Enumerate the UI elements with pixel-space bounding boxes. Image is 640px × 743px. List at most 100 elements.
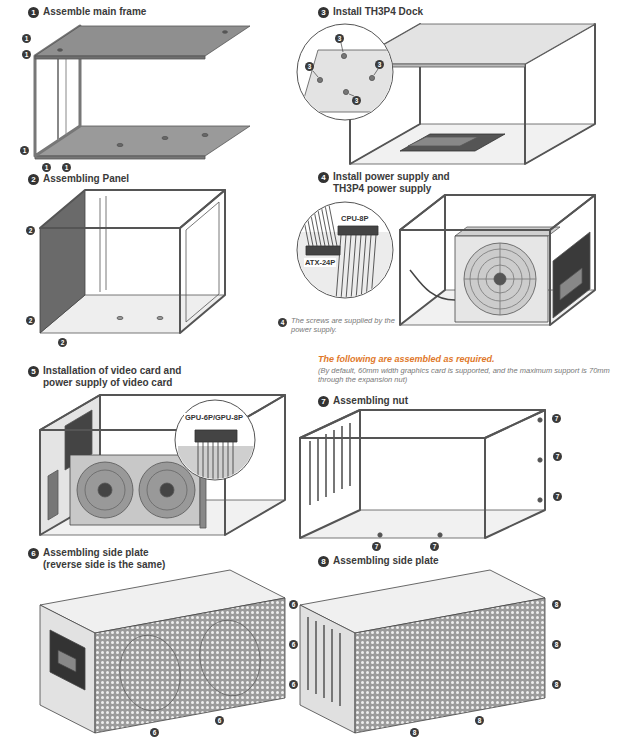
power-supply-figure-part-part	[346, 235, 351, 300]
power-supply-figure-part-part	[312, 200, 321, 246]
panel-figure-part	[40, 190, 225, 228]
callout-number: 7	[552, 414, 561, 423]
nut-figure-part	[309, 441, 311, 505]
callout-number: 7	[553, 492, 562, 501]
callout-number: 6	[215, 716, 224, 725]
connector-label: ATX-24P	[304, 258, 336, 267]
panel-figure	[40, 190, 225, 333]
power-supply-figure-part	[297, 200, 397, 302]
panel-figure-part	[100, 198, 101, 292]
note-heading: The following are assembled as required.	[318, 354, 495, 365]
power-supply-figure	[297, 195, 595, 325]
panel-figure-part	[186, 202, 219, 322]
power-supply-figure-part-part	[308, 200, 317, 246]
step-heading: Assembling side plate	[333, 555, 439, 567]
side-plate-figure-part	[50, 630, 85, 690]
note-text: (By default, 60mm width graphics card is…	[318, 366, 623, 384]
main-frame-figure-part	[202, 133, 208, 136]
nut-figure-part	[485, 438, 486, 538]
step-number: 5	[28, 366, 39, 377]
dock-figure-part-part	[369, 75, 374, 80]
side-plate-figure-part	[323, 625, 325, 698]
video-card-figure-part	[40, 430, 41, 535]
video-card-figure-part	[85, 470, 125, 510]
step-number: 7	[318, 396, 329, 407]
video-card-figure-part	[160, 483, 174, 497]
main-frame-figure-part	[35, 56, 205, 59]
main-frame-figure-part	[117, 143, 123, 146]
video-card-figure-part-part	[203, 442, 204, 482]
side-plate-figure-part	[300, 605, 355, 733]
nut-figure-part	[300, 410, 545, 438]
video-card-figure-part	[70, 455, 200, 525]
dock-figure-part-part	[341, 43, 343, 52]
callout-number: 3	[305, 62, 314, 71]
callout-number: 1	[20, 146, 29, 155]
dock-figure-part	[400, 134, 505, 151]
nut-figure-part	[538, 418, 542, 422]
video-card-figure-part-part	[195, 430, 237, 442]
power-supply-figure-part-part	[371, 235, 376, 300]
step-number: 3	[318, 7, 329, 18]
power-supply-figure-part	[464, 243, 536, 315]
panel-figure-part	[106, 196, 107, 290]
callout-number: 2	[58, 338, 67, 347]
step-number: 8	[318, 556, 329, 567]
side-plate-figure	[40, 570, 285, 733]
power-supply-figure-part	[553, 232, 590, 318]
callout-number: 8	[475, 716, 484, 725]
dock-figure-part-part	[341, 53, 346, 58]
power-supply-figure-part-part	[341, 235, 346, 300]
callout-number: 2	[26, 226, 35, 235]
power-supply-figure-part-part	[338, 226, 378, 235]
video-card-figure-part	[139, 462, 195, 518]
dock-figure-part	[300, 43, 400, 112]
video-card-figure-part	[48, 470, 58, 520]
power-supply-figure-part-part	[300, 200, 309, 246]
callout-number: 1	[42, 163, 51, 172]
power-supply-figure-part	[410, 270, 455, 300]
power-supply-figure-part	[455, 236, 548, 322]
callout-number: 7	[372, 542, 381, 551]
side-plate-figure-part	[355, 598, 545, 733]
nut-figure-part	[485, 410, 545, 538]
callout-number: 6	[150, 728, 159, 737]
step-number: 6	[28, 548, 39, 559]
panel-figure-part	[117, 316, 123, 319]
step-heading: Install TH3P4 Dock	[333, 6, 423, 18]
nut-figure-part	[317, 437, 319, 501]
video-card-figure-part	[77, 462, 133, 518]
power-supply-figure-part-part	[306, 246, 340, 255]
side-plate-figure-part	[331, 629, 333, 702]
power-supply-figure-part-part	[356, 235, 361, 300]
nut-figure-part	[538, 458, 542, 462]
video-card-figure-part-part	[223, 442, 224, 482]
callout-number: 3	[352, 96, 361, 105]
step-heading: Assembling side plate (reverse side is t…	[43, 547, 185, 571]
video-card-figure-part-part	[233, 442, 234, 482]
main-frame-figure-part	[35, 26, 250, 56]
power-supply-figure-part	[400, 195, 595, 230]
power-supply-figure-part	[455, 227, 560, 236]
nut-figure-part	[341, 426, 343, 489]
nut-figure-part	[349, 423, 351, 486]
nut-figure-part	[438, 533, 442, 537]
side-plate-figure-part	[339, 633, 341, 706]
dock-figure-part-part	[300, 50, 400, 112]
step-heading: Installation of video card and power sup…	[43, 365, 208, 389]
connector-label: CPU-8P	[340, 214, 370, 223]
callout-number: 3	[335, 34, 344, 43]
video-card-figure-part-part	[228, 442, 229, 482]
power-supply-figure-part-part	[316, 200, 325, 246]
power-supply-figure-part	[550, 195, 595, 325]
main-frame-figure-part	[58, 49, 63, 52]
power-supply-figure-part	[400, 230, 401, 325]
panel-figure-part	[180, 190, 225, 333]
main-frame-figure-part	[35, 126, 250, 156]
nut-figure-part	[538, 498, 542, 502]
step-heading: Install power supply and TH3P4 power sup…	[333, 171, 468, 195]
video-card-figure-part-part	[198, 442, 199, 482]
nut-figure-part	[300, 510, 545, 538]
callout-number: 6	[289, 600, 298, 609]
